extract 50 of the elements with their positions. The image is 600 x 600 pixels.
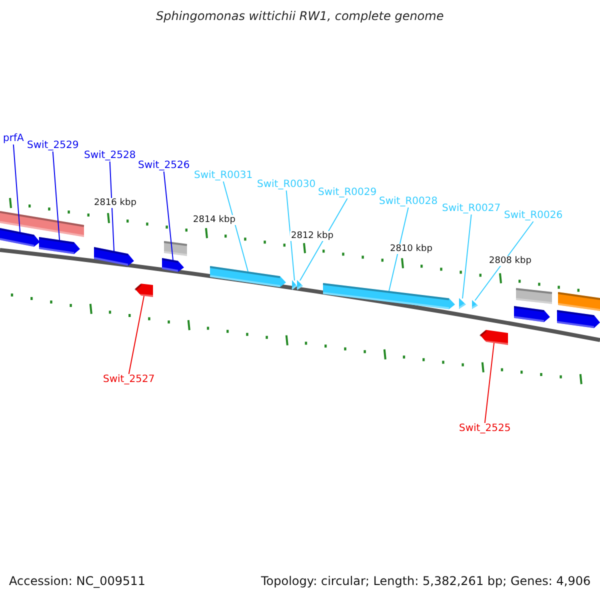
gene-label: Swit_R0027 — [442, 203, 501, 214]
gene-feature — [162, 258, 184, 272]
leader-line — [128, 296, 144, 374]
title: Sphingomonas wittichii RW1, complete genome — [156, 10, 444, 24]
gene-feature — [479, 330, 508, 345]
gene-feature — [514, 306, 550, 322]
gene-feature — [94, 247, 134, 266]
leader-line — [300, 198, 348, 281]
tick-label: 2808 kbp — [488, 256, 532, 266]
gene-feature — [0, 228, 40, 247]
gene-label: Swit_2528 — [84, 150, 136, 162]
gene-label: Swit_R0031 — [194, 170, 253, 182]
gene-feature — [472, 300, 478, 309]
leader-line — [484, 342, 494, 424]
gene-label: prfA — [3, 133, 24, 144]
gene-label: Swit_R0026 — [504, 210, 563, 222]
gene-feature — [210, 266, 286, 288]
tick-label: 2810 kbp — [389, 244, 434, 254]
gene-bar — [164, 241, 188, 256]
leader-line — [462, 214, 472, 299]
gene-label: Swit_R0030 — [257, 179, 316, 190]
gene-label: Swit_2526 — [138, 160, 190, 172]
gene-bar — [558, 292, 600, 311]
gene-feature — [134, 284, 154, 297]
leader-line — [474, 221, 534, 301]
genome-stats: Topology: circular; Length: 5,382,261 bp; Genes: 4,906 — [261, 575, 591, 589]
tick-label: 2812 kbp — [290, 231, 334, 242]
gene-feature — [38, 237, 80, 254]
gene-label: Swit_2525 — [459, 423, 511, 434]
leader-line — [163, 171, 174, 260]
tick-label: 2814 kbp — [192, 215, 236, 226]
accession-text: Accession: NC_009511 — [9, 575, 146, 589]
leader-line — [222, 181, 248, 272]
leader-line — [12, 144, 20, 232]
gene-label: Swit_2529 — [27, 140, 79, 152]
leader-line — [109, 161, 114, 252]
tick-label: 2816 kbp — [93, 198, 138, 208]
gene-feature — [291, 280, 298, 290]
gene-label: Swit_2527 — [103, 374, 155, 386]
gene-feature — [458, 298, 467, 309]
leader-line — [286, 190, 295, 281]
leader-line — [52, 151, 60, 240]
leader-line — [388, 207, 409, 292]
gene-label: Swit_R0028 — [379, 196, 438, 208]
gene-label: Swit_R0029 — [318, 187, 377, 198]
gene-feature — [296, 280, 304, 290]
gene-bar — [516, 288, 552, 304]
gene-feature — [556, 310, 600, 328]
gene-feature — [322, 283, 455, 310]
gene-bar — [0, 211, 84, 237]
